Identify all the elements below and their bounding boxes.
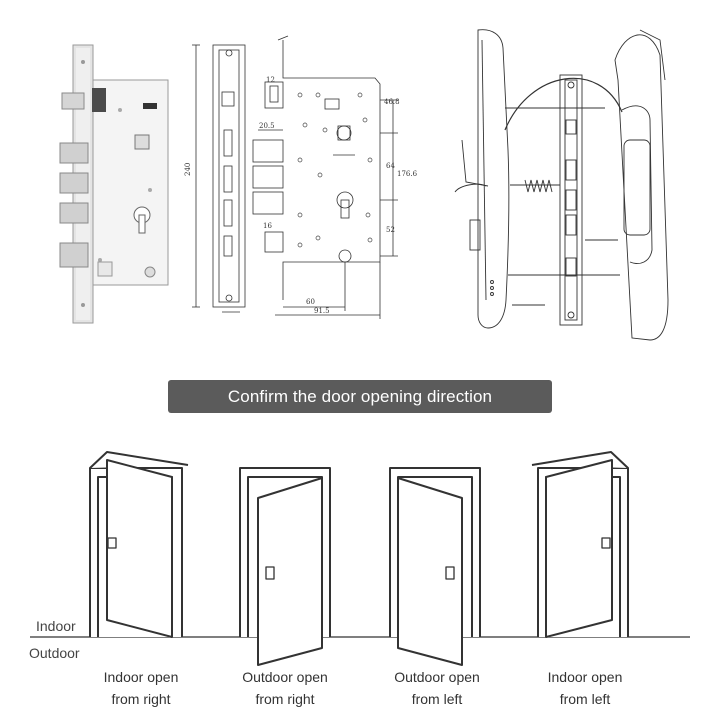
smart-lock-assembly-drawing <box>454 29 669 341</box>
faceplate-drawing <box>192 44 246 313</box>
door-outdoor-open-from-right <box>239 467 331 666</box>
door-direction-diagrams <box>30 451 690 666</box>
caption-line-2: from left <box>559 691 611 707</box>
dim-52: 52 <box>386 226 395 234</box>
caption-line-1: Indoor open <box>103 669 179 685</box>
caption-line-1: Outdoor open <box>242 669 328 685</box>
caption-outdoor-open-from-left: Outdoor open from left <box>367 666 507 710</box>
opening-direction-banner: Confirm the door opening direction <box>168 380 552 413</box>
dim-12: 12 <box>266 76 275 84</box>
door-indoor-open-from-right <box>89 451 189 638</box>
dim-20-5: 20.5 <box>259 122 275 130</box>
lock-technical-drawings: 240 12 20.5 16 46.8 64 <box>59 29 669 341</box>
lock-case-drawing <box>252 35 398 319</box>
dim-64: 64 <box>386 162 395 170</box>
indoor-label: Indoor <box>36 618 76 634</box>
caption-line-2: from right <box>111 691 171 707</box>
caption-line-1: Indoor open <box>547 669 623 685</box>
caption-indoor-open-from-left: Indoor open from left <box>515 666 655 710</box>
lock-body-photo <box>59 44 169 324</box>
outdoor-label: Outdoor <box>29 645 80 661</box>
door-outdoor-open-from-left <box>389 467 481 666</box>
caption-indoor-open-from-right: Indoor open from right <box>71 666 211 710</box>
dim-176-6: 176.6 <box>397 170 418 178</box>
dim-16: 16 <box>263 222 272 230</box>
caption-line-2: from left <box>411 691 463 707</box>
caption-line-1: Outdoor open <box>394 669 480 685</box>
caption-outdoor-open-from-right: Outdoor open from right <box>215 666 355 710</box>
dim-91-5: 91.5 <box>314 307 330 315</box>
door-indoor-open-from-left <box>531 451 629 638</box>
caption-line-2: from right <box>255 691 315 707</box>
dim-60: 60 <box>306 298 315 306</box>
dim-46-8: 46.8 <box>384 98 400 106</box>
dim-240: 240 <box>184 163 192 176</box>
lock-case-holes <box>297 92 373 248</box>
